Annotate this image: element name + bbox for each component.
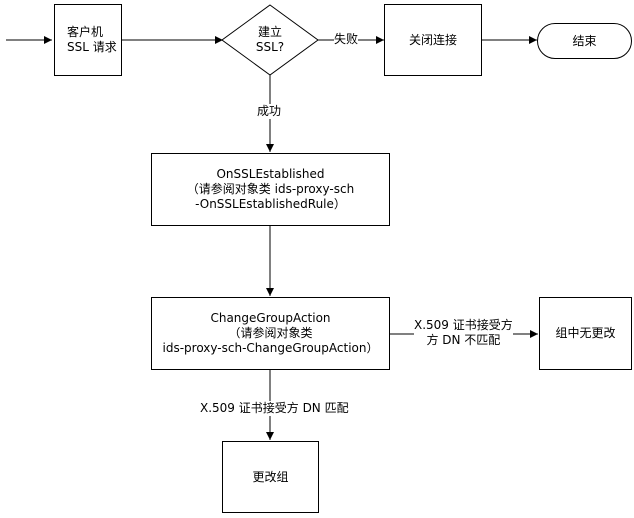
dn-not-match-line-1: X.509 证书接受方	[414, 318, 513, 332]
action-line-1: ChangeGroupAction	[210, 311, 331, 325]
edge-label-fail: 失败	[334, 32, 359, 47]
end-node: 结束	[537, 23, 632, 59]
on-ssl-line-1: OnSSLEstablished	[216, 167, 325, 181]
close-connection-node: 关闭连接	[384, 4, 482, 76]
on-ssl-line-2: （请参阅对象类 ids-proxy-sch	[186, 182, 355, 196]
action-line-2: （请参阅对象类	[228, 326, 313, 340]
dn-not-match-line-2: 方 DN 不匹配	[426, 333, 501, 347]
end-label: 结束	[572, 33, 597, 48]
decision-label: 建立 SSL?	[240, 25, 300, 55]
change-group-label: 更改组	[252, 469, 289, 484]
edge-label-dn-match: X.509 证书接受方 DN 匹配	[198, 401, 351, 416]
client-request-line-1: 客户机	[67, 25, 104, 39]
decision-line-2: SSL?	[255, 40, 285, 54]
edge-label-success: 成功	[255, 104, 284, 119]
close-connection-label: 关闭连接	[408, 32, 457, 47]
group-unchanged-node: 组中无更改	[539, 297, 632, 370]
client-request-line-2: SSL 请求	[67, 40, 117, 54]
edge-label-dn-not-match: X.509 证书接受方 方 DN 不匹配	[414, 318, 513, 348]
group-unchanged-label: 组中无更改	[555, 326, 616, 340]
decision-line-1: 建立	[257, 25, 282, 39]
change-group-action-node: ChangeGroupAction （请参阅对象类 ids-proxy-sch-…	[151, 297, 390, 370]
client-request-node: 客户机 SSL 请求	[54, 4, 122, 76]
on-ssl-established-node: OnSSLEstablished （请参阅对象类 ids-proxy-sch -…	[151, 153, 390, 226]
on-ssl-line-3: -OnSSLEstablishedRule）	[195, 197, 346, 211]
change-group-node: 更改组	[222, 441, 319, 513]
action-line-3: ids-proxy-sch-ChangeGroupAction）	[162, 341, 379, 355]
